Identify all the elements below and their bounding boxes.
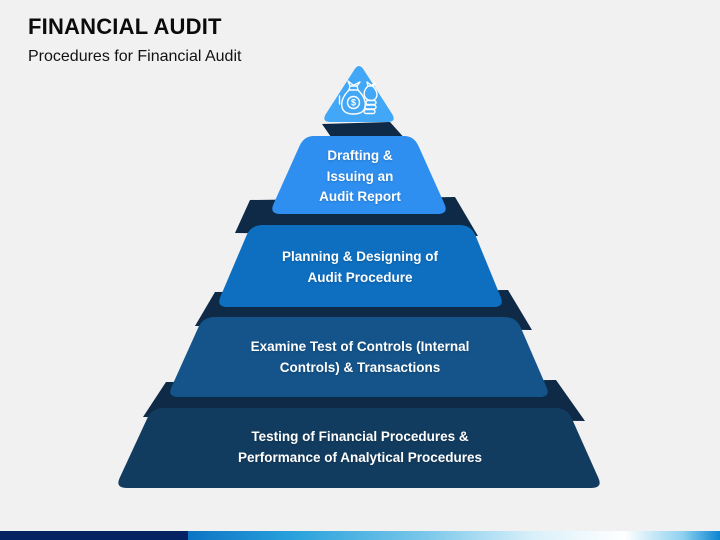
level-4-label-line-2: Controls) & Transactions: [279, 359, 441, 375]
page-subtitle: Procedures for Financial Audit: [28, 48, 242, 65]
level-5-label-line-1: Testing of Financial Procedures &: [251, 429, 469, 444]
level-3-label: Planning & Designing of Audit Procedure: [160, 247, 560, 288]
level-5-label: Testing of Financial Procedures & Perfor…: [160, 427, 560, 468]
footer-accent-bar-navy: [0, 531, 188, 540]
level-4-label-line-1: Examine Test of Controls (Internal: [250, 339, 470, 354]
pyramid-level-3-shape: [219, 225, 502, 307]
level-2-label-line-2: Issuing an: [326, 168, 394, 184]
page-title: FINANCIAL AUDIT: [28, 14, 222, 39]
pyramid-level-2-shape: [272, 136, 446, 214]
footer-accent-bar-gradient: [188, 531, 720, 540]
pyramid-level-5-shape: [118, 408, 600, 488]
level-2-label: Drafting & Issuing an Audit Report: [160, 146, 560, 208]
level-2-label-line-3: Audit Report: [319, 189, 401, 204]
svg-text:$: $: [351, 98, 356, 108]
money-bags-coins-icon: $: [338, 80, 378, 115]
level-2-label-line-1: Drafting &: [327, 148, 393, 163]
level-4-label: Examine Test of Controls (Internal Contr…: [160, 337, 560, 378]
level-3-label-line-1: Planning & Designing of: [282, 249, 438, 264]
level-3-label-line-2: Audit Procedure: [307, 269, 413, 285]
level-5-label-line-2: Performance of Analytical Procedures: [237, 449, 483, 465]
pyramid-level-4-shape: [170, 317, 548, 397]
